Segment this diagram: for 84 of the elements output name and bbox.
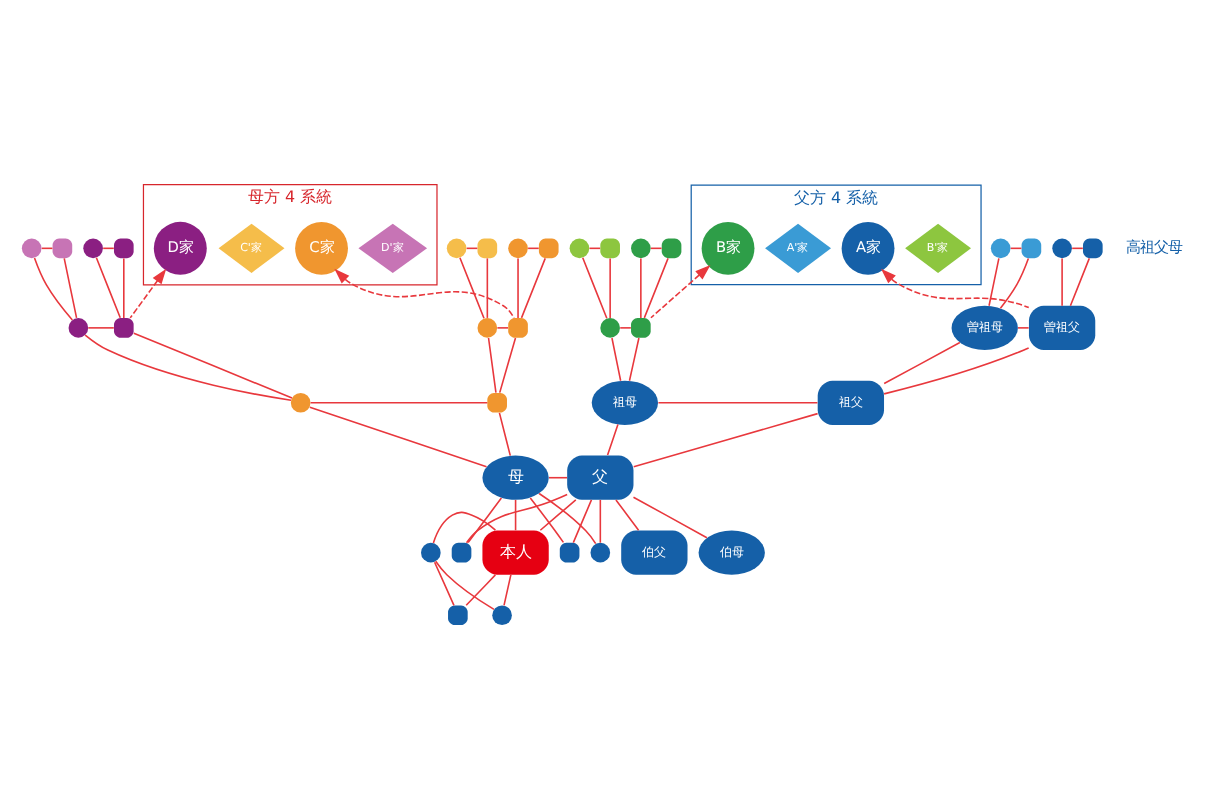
connector (496, 327, 509, 329)
connector (33, 257, 74, 321)
connector (1017, 327, 1030, 329)
node-person (569, 238, 590, 259)
node-person (631, 318, 651, 338)
node-person (559, 542, 580, 563)
node-person (1021, 238, 1042, 259)
connector (309, 402, 489, 404)
connector (309, 406, 488, 468)
connector (123, 257, 125, 319)
node-person (290, 392, 311, 413)
connector (539, 499, 577, 532)
node-person (990, 238, 1011, 259)
connector (640, 257, 642, 319)
arrow (129, 268, 167, 319)
arrow (334, 268, 515, 319)
node-person (83, 238, 103, 259)
connector (609, 257, 611, 319)
arrow (880, 268, 1030, 309)
connector (520, 257, 546, 319)
connector (572, 499, 593, 544)
connector (486, 257, 489, 319)
node-person (492, 605, 512, 626)
node-person (1083, 238, 1103, 259)
node-person (590, 542, 611, 563)
node-person (508, 238, 528, 259)
connector (498, 412, 512, 457)
node-person (114, 238, 134, 259)
connector (619, 327, 632, 329)
node-person (477, 318, 498, 338)
connector (432, 511, 497, 544)
arrow (650, 265, 711, 319)
connector (1069, 257, 1091, 307)
node-person (600, 238, 620, 259)
connector (503, 574, 512, 607)
node-person (421, 542, 441, 563)
connector (999, 257, 1030, 310)
node-person (487, 392, 507, 413)
connector (548, 476, 568, 479)
connector (517, 257, 519, 319)
connector (606, 423, 619, 456)
connector (133, 332, 293, 399)
connector (657, 402, 819, 404)
node-person (508, 318, 528, 338)
connector (632, 412, 819, 468)
connector (615, 499, 640, 532)
node-person (661, 238, 682, 259)
connector (514, 499, 517, 532)
connector (628, 337, 640, 382)
connector (611, 337, 622, 382)
node-person (114, 318, 134, 338)
connector (883, 341, 961, 385)
node-person (477, 238, 498, 259)
connector (465, 493, 568, 544)
connector (95, 257, 122, 319)
connector (529, 497, 565, 544)
connector (1061, 257, 1063, 307)
connector (459, 257, 485, 320)
connector (63, 257, 78, 319)
node-person (68, 318, 89, 338)
node-person (52, 238, 73, 259)
connector (84, 334, 292, 402)
node-person (538, 238, 559, 259)
node-person (446, 238, 467, 259)
connector (433, 561, 455, 607)
connector (87, 327, 115, 329)
connector (643, 257, 669, 319)
connector (632, 496, 708, 539)
connector (465, 574, 497, 607)
node-person (451, 542, 472, 563)
node-person (631, 238, 651, 259)
connector (581, 257, 608, 320)
connector (467, 497, 503, 544)
node-person (21, 238, 42, 259)
connector (487, 337, 497, 394)
connector (599, 499, 602, 544)
connector (498, 337, 517, 394)
node-person (1052, 238, 1072, 259)
connector (988, 257, 1000, 307)
connector (434, 560, 495, 611)
node-person (600, 318, 620, 338)
node-person (448, 605, 468, 626)
connector (538, 492, 597, 545)
connector (883, 347, 1030, 395)
